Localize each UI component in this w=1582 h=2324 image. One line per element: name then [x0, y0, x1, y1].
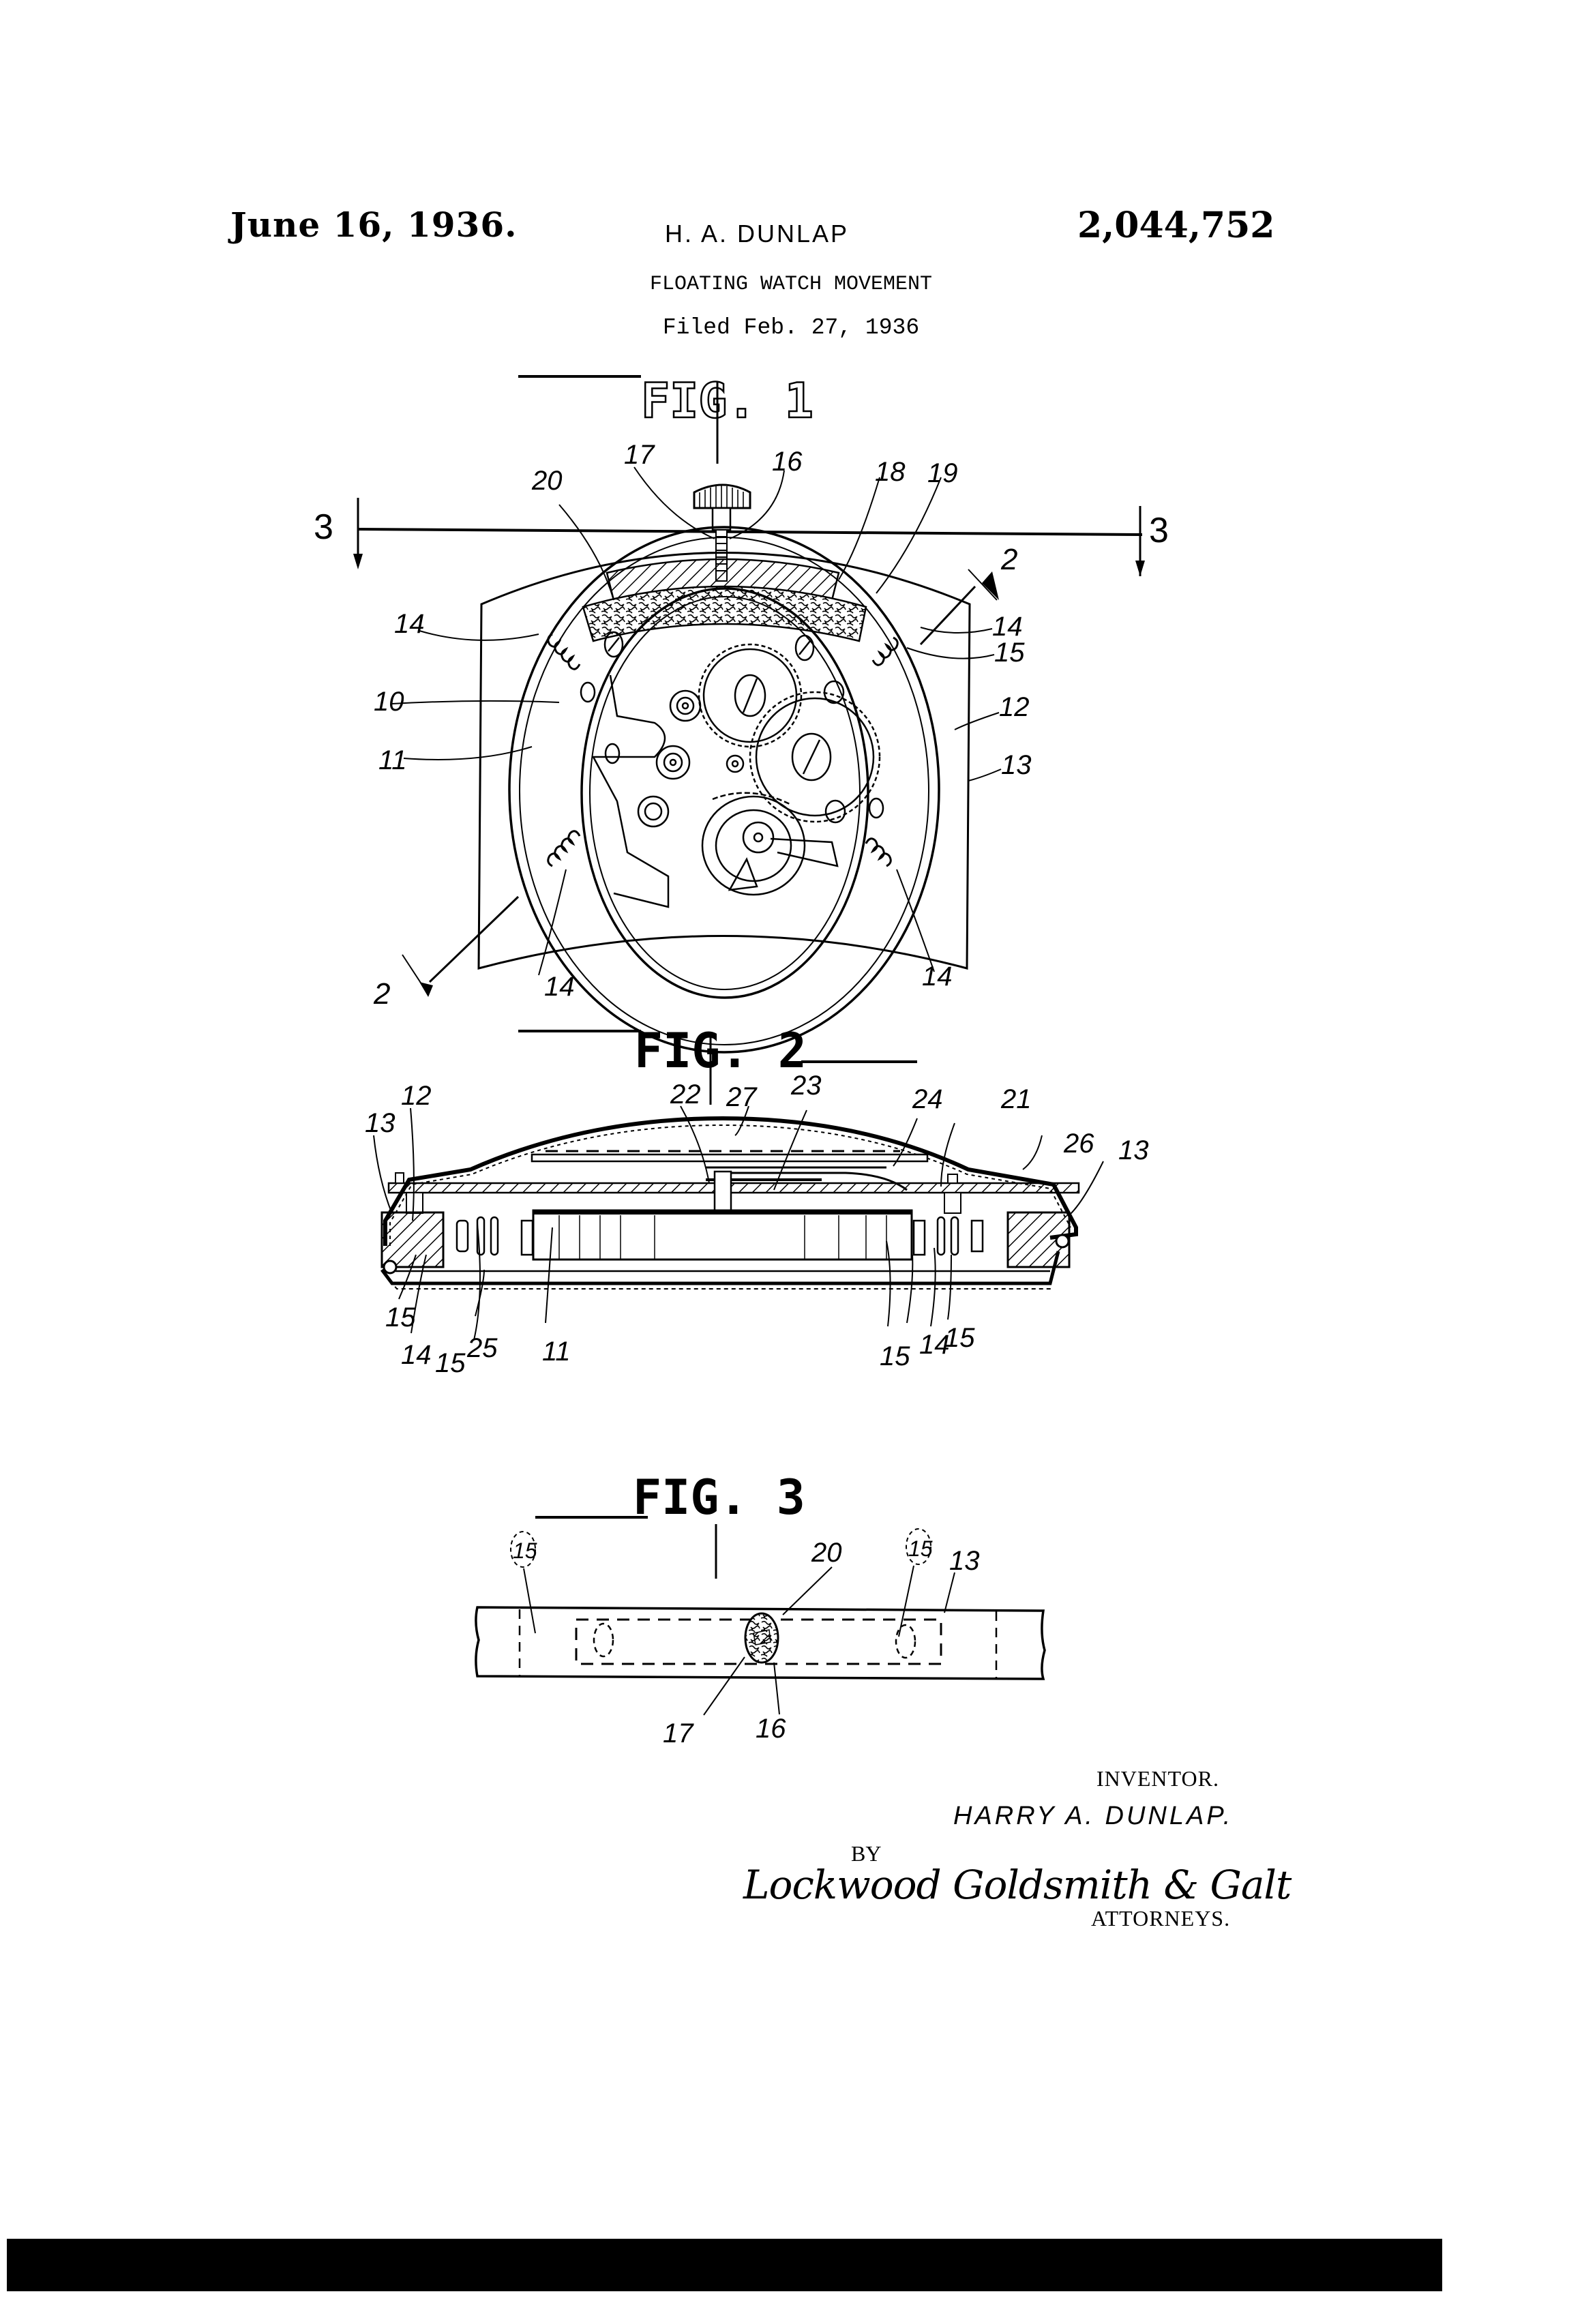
patent-date: June 16, 1936.	[230, 205, 518, 245]
ref-14-bottom-left: 14	[544, 972, 575, 1002]
ref-15: 15	[994, 638, 1025, 668]
fig3-ref-16: 16	[756, 1714, 786, 1744]
fig2-ref-15-c: 15	[880, 1341, 910, 1371]
fig3-ref-15-left: 15	[513, 1538, 537, 1563]
fig2-ref-14-b: 14	[919, 1330, 950, 1360]
attorney-signature: Lockwood Goldsmith & Galt	[743, 1862, 1292, 1908]
fig2-ref-11: 11	[542, 1337, 571, 1367]
fig2-ref-26: 26	[1063, 1129, 1094, 1159]
fig2-ref-27: 27	[726, 1082, 758, 1112]
ref-14-right: 14	[992, 612, 1023, 642]
fig3-ref-17: 17	[663, 1718, 694, 1748]
fig2-ref-15-a: 15	[385, 1302, 416, 1332]
ref-16: 16	[772, 447, 803, 477]
fig3-title: FIG. 3	[633, 1470, 805, 1525]
ref-14-bottom-right: 14	[922, 962, 953, 992]
ref-10: 10	[374, 687, 404, 717]
fig2-ref-13-left: 13	[365, 1108, 395, 1138]
fig3-ref-13: 13	[949, 1546, 980, 1576]
fig3-ref-15-right: 15	[908, 1536, 933, 1561]
fig3-ref-20: 20	[811, 1538, 842, 1568]
patent-title-text: FLOATING WATCH MOVEMENT	[649, 273, 933, 296]
inventor-name: HARRY A. DUNLAP.	[953, 1802, 1234, 1830]
ref-11: 11	[378, 745, 407, 775]
fig2-ref-25: 25	[466, 1333, 498, 1363]
ref-19: 19	[927, 458, 958, 488]
attorneys-label: ATTORNEYS.	[1091, 1906, 1231, 1931]
fig2-ref-24: 24	[912, 1084, 943, 1114]
inventor-label: INVENTOR.	[1096, 1766, 1219, 1791]
fig2-ref-14-a: 14	[401, 1340, 432, 1370]
ref-20: 20	[531, 466, 563, 496]
figure-3: FIG. 3 15 20 15 13 17 16	[475, 1470, 1046, 1748]
ref-13: 13	[1001, 750, 1032, 780]
fig1-title: FIG. 1	[641, 373, 814, 429]
fig2-ref-22: 22	[670, 1079, 701, 1109]
patent-title: FLOATING WATCH MOVEMENT	[0, 273, 1582, 296]
fig2-ref-15-d: 15	[944, 1323, 975, 1353]
ref-17: 17	[624, 440, 655, 470]
fig2-ref-12: 12	[401, 1081, 432, 1111]
fig2-ref-23: 23	[790, 1071, 822, 1101]
fig2-title: FIG. 2	[634, 1023, 807, 1079]
fig2-ref-15-b: 15	[435, 1348, 466, 1378]
filed-date-text: Filed Feb. 27, 1936	[662, 315, 920, 340]
filed-date: Filed Feb. 27, 1936	[0, 315, 1582, 340]
fig2-ref-13-right: 13	[1118, 1135, 1149, 1165]
section-mark-2-bottom: 2	[373, 977, 390, 1011]
figure-2: FIG. 2	[365, 1023, 1149, 1378]
by-label: BY	[851, 1841, 882, 1866]
ref-18: 18	[875, 457, 906, 487]
patent-number: 2,044,752	[1077, 205, 1275, 246]
ref-14-left: 14	[394, 609, 425, 639]
section-mark-3-left: 3	[314, 507, 333, 547]
inventor-header: H. A. DUNLAP	[665, 220, 850, 248]
figure-1: FIG. 1 3 3	[314, 372, 1169, 1054]
section-mark-2-top: 2	[1000, 543, 1017, 576]
scan-edge-bar	[7, 2239, 1442, 2291]
fig2-ref-21: 21	[1000, 1084, 1032, 1114]
section-mark-3-right: 3	[1149, 511, 1169, 550]
ref-12: 12	[999, 692, 1030, 722]
